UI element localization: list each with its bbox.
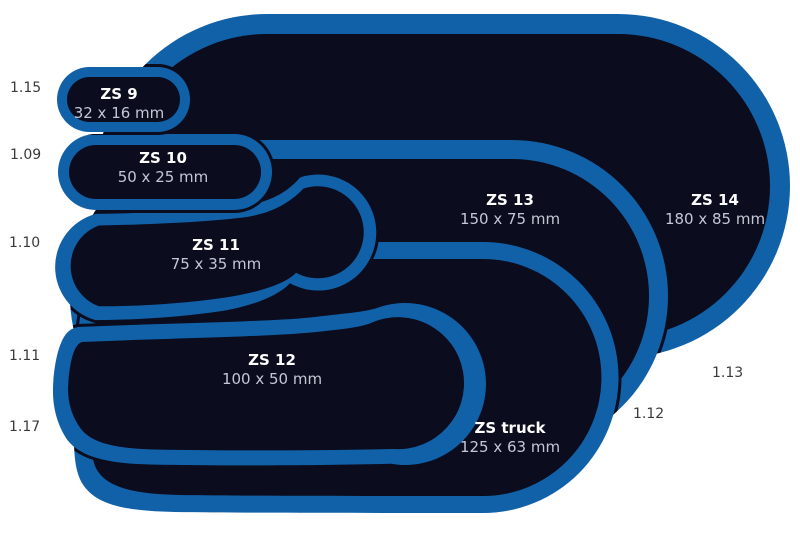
zs10-name: ZS 10 [139, 149, 187, 167]
zs14-name: ZS 14 [691, 191, 739, 209]
ref-zs14: 1.13 [712, 365, 744, 381]
label-zs-truck: ZS truck 125 x 63 mm [460, 419, 560, 457]
ref-zs12: 1.11 [9, 348, 41, 364]
label-zs10: ZS 10 50 x 25 mm [118, 149, 209, 187]
zs11-name: ZS 11 [192, 236, 240, 254]
zs-truck-dims: 125 x 63 mm [459, 438, 561, 456]
label-zs11: ZS 11 75 x 35 mm [171, 236, 262, 274]
label-zs12: ZS 12 100 x 50 mm [222, 351, 322, 389]
zs9-dims: 32 x 16 mm [73, 104, 165, 122]
patch-zs12 [52, 303, 486, 465]
ref-zs13: 1.12 [633, 406, 665, 422]
zs11-dims: 75 x 35 mm [170, 255, 262, 273]
ref-zs9: 1.15 [10, 80, 42, 96]
patch-zs11 [55, 175, 376, 321]
zs13-name: ZS 13 [486, 191, 534, 209]
patch-zs10 [58, 134, 272, 210]
label-zs13: ZS 13 150 x 75 mm [460, 191, 560, 229]
zs12-dims: 100 x 50 mm [221, 370, 323, 388]
patch-zs9 [57, 67, 190, 132]
zs9-name: ZS 9 [100, 85, 138, 103]
label-zs14: ZS 14 180 x 85 mm [665, 191, 765, 229]
ref-zs10: 1.09 [10, 147, 42, 163]
zs13-dims: 150 x 75 mm [459, 210, 561, 228]
ref-zs11: 1.10 [9, 235, 41, 251]
zs14-dims: 180 x 85 mm [664, 210, 766, 228]
zs10-dims: 50 x 25 mm [117, 168, 209, 186]
zs-truck-name: ZS truck [474, 419, 546, 437]
label-zs9: ZS 9 32 x 16 mm [74, 85, 165, 123]
zs12-name: ZS 12 [248, 351, 296, 369]
ref-zs-truck: 1.17 [9, 419, 41, 435]
